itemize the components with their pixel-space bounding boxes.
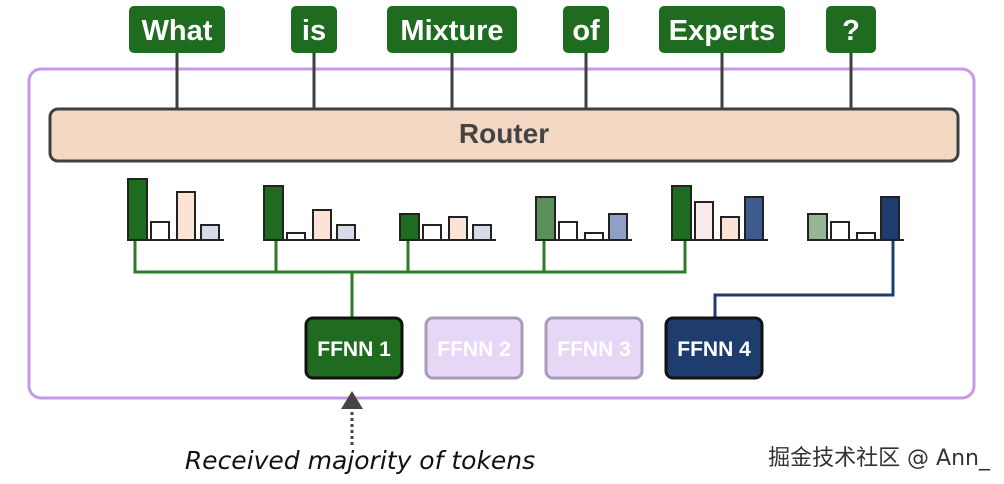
token-box [387, 6, 517, 53]
probability-bar [200, 224, 220, 241]
probability-bar [720, 216, 740, 241]
probability-group [671, 185, 768, 241]
expert-box [664, 316, 764, 380]
expert-ffnn-1: FFNN 1 [304, 316, 404, 380]
token-row: What is Mixture of Experts? [129, 6, 876, 53]
expert-label: FFNN 1 [317, 338, 391, 361]
routing-line-ffnn1 [133, 240, 687, 318]
probability-bar [472, 224, 492, 241]
probability-group [807, 196, 904, 241]
expert-label: FFNN 3 [557, 338, 631, 361]
routing-line-ffnn4 [713, 240, 895, 318]
token-chip: Experts [659, 6, 785, 53]
probability-group [399, 213, 496, 241]
token-chip: Mixture [387, 6, 517, 53]
caption: Received majority of tokens [184, 446, 536, 475]
probability-bar [336, 224, 356, 241]
probability-bar [176, 191, 196, 241]
expert-box [304, 316, 404, 380]
routing-lines [133, 240, 895, 318]
probability-bar [608, 213, 628, 241]
expert-ffnn-4: FFNN 4 [664, 316, 764, 380]
probability-bar [312, 209, 332, 241]
token-box [563, 6, 609, 53]
token-connector-lines [175, 50, 853, 109]
probability-bar [856, 232, 876, 241]
token-label: What [142, 15, 213, 47]
majority-arrow-head [341, 391, 363, 409]
expert-box [424, 316, 524, 380]
token-chip: What [129, 6, 225, 53]
probability-bar [807, 213, 828, 241]
token-chip: ? [826, 6, 876, 53]
token-box [826, 6, 876, 53]
probability-bar [263, 185, 284, 241]
probability-group [127, 178, 224, 241]
probability-bar [286, 232, 306, 241]
probability-group [263, 185, 360, 241]
probability-bar [880, 196, 900, 241]
watermark: 掘金技术社区 @ Ann_ [768, 446, 990, 471]
router-label: Router [459, 118, 549, 149]
probability-bar [584, 232, 604, 241]
token-label: of [572, 15, 600, 47]
expert-ffnn-2: FFNN 2 [424, 316, 524, 380]
probability-bar [744, 196, 764, 241]
probability-bar [150, 221, 170, 241]
expert-row: FFNN 1 FFNN 2 FFNN 3 FFNN 4 [304, 316, 764, 380]
probability-bar [448, 216, 468, 241]
probability-bar [694, 201, 714, 241]
router-box [48, 107, 960, 163]
probability-bar [127, 178, 148, 241]
token-label: is [302, 15, 326, 47]
expert-ffnn-3: FFNN 3 [544, 316, 644, 380]
probability-bar [830, 221, 850, 241]
probability-bar [399, 213, 420, 241]
token-chip: is [291, 6, 337, 53]
probability-bar [558, 221, 578, 241]
expert-label: FFNN 4 [677, 338, 751, 361]
token-box [291, 6, 337, 53]
expert-box [544, 316, 644, 380]
probability-group [535, 196, 632, 241]
probability-bar [535, 196, 556, 241]
probability-bar [671, 185, 692, 241]
token-box [659, 6, 785, 53]
token-label: ? [842, 15, 860, 47]
token-box [129, 6, 225, 53]
probability-bar [422, 224, 442, 241]
token-label: Mixture [400, 15, 503, 47]
expert-label: FFNN 2 [437, 338, 511, 361]
token-label: Experts [669, 15, 775, 47]
router-probabilities [127, 178, 904, 241]
token-chip: of [563, 6, 609, 53]
